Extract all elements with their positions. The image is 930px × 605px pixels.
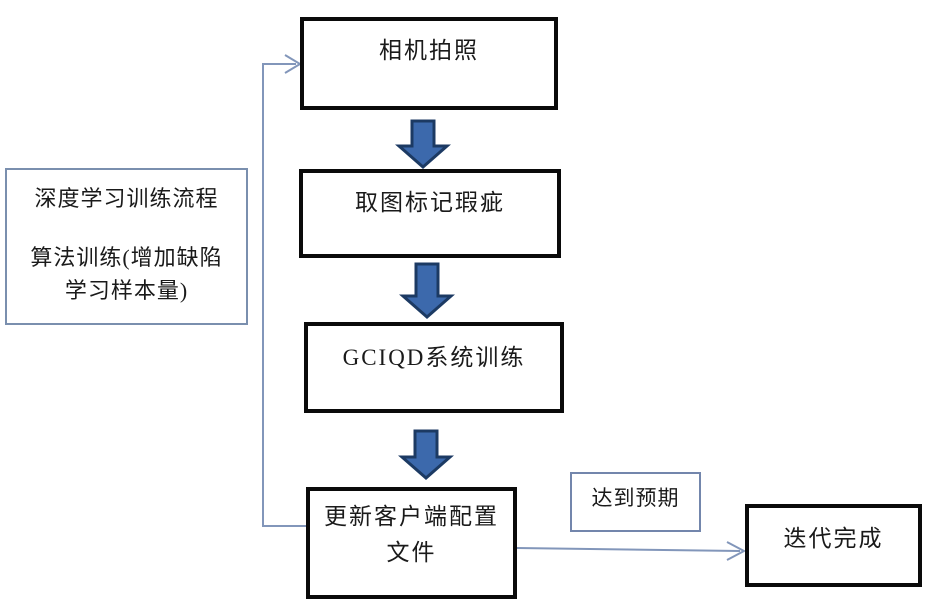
down-block-arrow-icon (399, 262, 455, 319)
step-label: 取图标记瑕疵 (355, 190, 505, 215)
step-mark-defects: 取图标记瑕疵 (299, 169, 561, 258)
step-label-line1: 更新客户端配置 (324, 504, 499, 529)
step-label: GCIQD系统训练 (342, 345, 526, 370)
step-gciqd-training: GCIQD系统训练 (304, 322, 564, 413)
down-block-arrow-icon (395, 119, 451, 169)
step-label: 迭代完成 (783, 526, 884, 551)
branch-label-text: 达到预期 (591, 486, 680, 510)
step-iteration-complete: 迭代完成 (745, 504, 922, 587)
step-label: 相机拍照 (379, 38, 479, 63)
branch-condition-label: 达到预期 (570, 472, 701, 532)
note-body-line2: 学习样本量) (64, 278, 189, 303)
result-connector (516, 541, 747, 561)
note-body-line1: 算法训练(增加缺陷 (30, 245, 223, 270)
step-label-line2: 文件 (386, 539, 437, 565)
down-block-arrow-icon (398, 429, 454, 480)
feedback-connector-line (262, 63, 306, 527)
step-camera-capture: 相机拍照 (300, 17, 558, 110)
feedback-connector (262, 54, 306, 527)
step-update-client-config: 更新客户端配置 文件 (306, 487, 517, 599)
note-training-process: 深度学习训练流程 算法训练(增加缺陷 学习样本量) (5, 168, 248, 325)
result-connector-line (516, 547, 741, 552)
result-connector-arrow (726, 541, 747, 561)
note-title: 深度学习训练流程 (34, 186, 219, 211)
